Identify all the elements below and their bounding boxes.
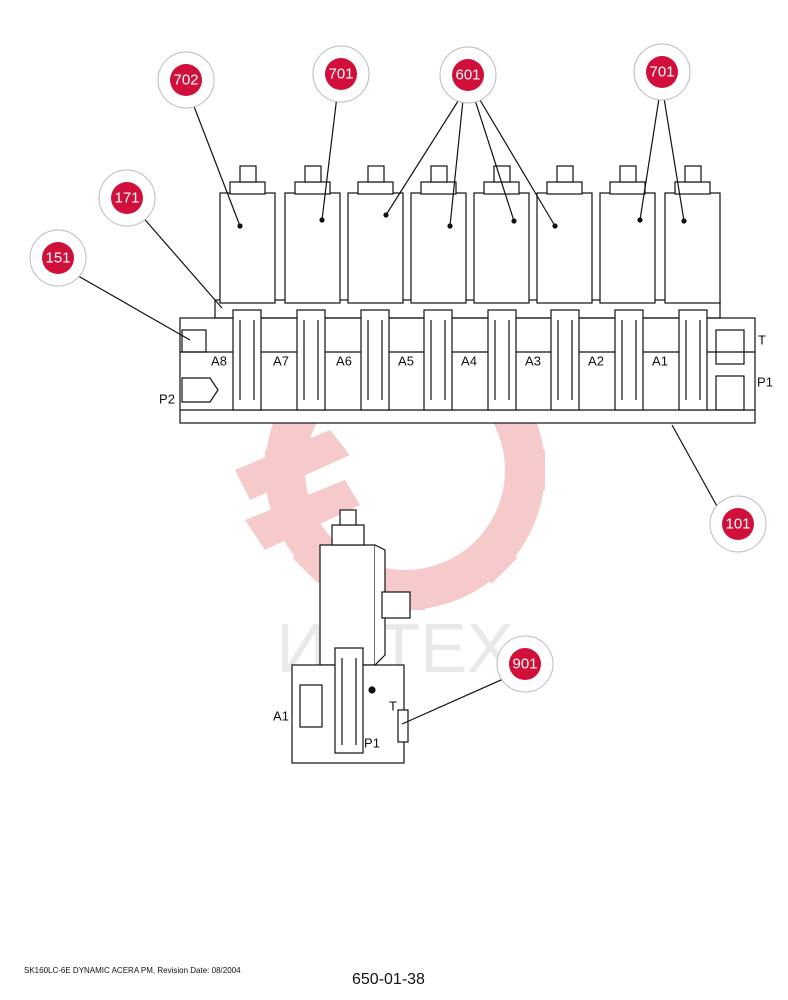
valve-spool [232,309,262,411]
solenoid-coil [347,165,404,304]
solenoid-coils [219,165,721,304]
solenoid-coil [410,165,467,304]
leader-lines [72,91,719,725]
valve-spool [487,309,517,411]
main-valve-block [179,299,756,424]
port-label-a1-single: A1 [273,709,289,724]
solenoid-coil [536,165,593,304]
callout-151: 151 [29,229,87,287]
port-label-a5: A5 [398,354,414,369]
port-label-p1-single: P1 [364,736,380,751]
callout-101: 101 [709,495,767,553]
valve-spool [296,309,326,411]
port-label-a7: A7 [273,354,289,369]
svg-text:701: 701 [649,64,674,81]
footer-page-number: 650-01-38 [352,971,425,988]
callouts: 702 701 601 701 171 151 [29,43,767,693]
svg-text:151: 151 [45,250,70,267]
port-label-t-main: T [758,333,766,348]
port-label-a3: A3 [525,354,541,369]
svg-text:101: 101 [725,516,750,533]
callout-702: 702 [157,51,215,109]
callout-901: 901 [496,635,554,693]
solenoid-coil [219,165,276,304]
solenoid-coil [664,165,721,304]
footer-model-revision: SK160LC-6E DYNAMIC ACERA PM, Revision Da… [24,966,241,975]
svg-text:601: 601 [455,67,480,84]
valve-spool [550,309,580,411]
port-label-a1: A1 [652,354,668,369]
port-label-p2-main: P2 [159,392,175,407]
port-label-p1-main: P1 [757,375,773,390]
port-label-a6: A6 [336,354,352,369]
callout-701-left: 701 [312,45,370,103]
svg-text:171: 171 [114,190,139,207]
port-label-a2: A2 [588,354,604,369]
svg-text:901: 901 [512,656,537,673]
svg-text:702: 702 [173,72,198,89]
svg-text:701: 701 [328,66,353,83]
port-label-a4: A4 [461,354,477,369]
single-valve-block [291,509,411,764]
callout-701-right: 701 [633,43,691,101]
single-port-labels: A1 T P1 [273,699,397,751]
valve-spool [360,309,390,411]
valve-spools [232,309,708,411]
callout-171: 171 [98,169,156,227]
port-label-t-single: T [389,699,397,714]
callout-601: 601 [439,46,497,104]
valve-spool [678,309,708,411]
valve-spool [423,309,453,411]
main-port-labels: A8 A7 A6 A5 A4 A3 A2 A1 T P1 P2 [159,333,773,407]
solenoid-coil [599,165,656,304]
solenoid-coil [473,165,530,304]
port-label-a8: A8 [211,354,227,369]
valve-spool [614,309,644,411]
solenoid-coil [284,165,341,304]
